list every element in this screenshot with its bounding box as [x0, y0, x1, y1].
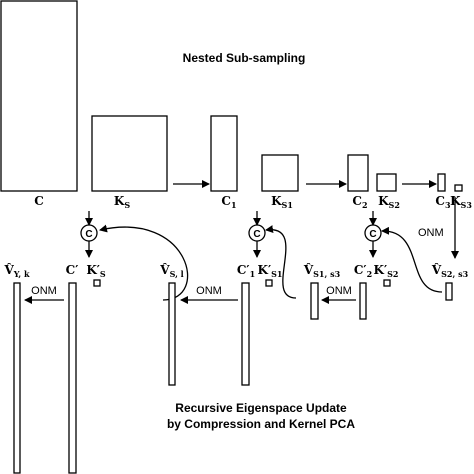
curve-VS2s3-to-compress-3 — [381, 226, 443, 293]
compress-icon: C — [248, 224, 266, 242]
label-C1-prime: C′1 — [237, 263, 255, 279]
matrix-C2 — [347, 154, 369, 192]
label-V-Yk: V̂Y, k — [3, 262, 30, 279]
label-C1: C1 — [221, 194, 236, 210]
matrix-V-S2s3 — [445, 282, 453, 301]
matrix-C2-prime — [359, 282, 367, 320]
kernel-K-S-prime — [93, 279, 101, 287]
onm-label-1: ONM — [31, 285, 57, 297]
svg-text:C: C — [369, 229, 376, 240]
label-C: C — [34, 194, 44, 208]
label-V-S1s3: V̂S1, s3 — [303, 262, 341, 279]
label-V-Sl: V̂S, l — [159, 262, 183, 279]
svg-text:C: C — [253, 229, 260, 240]
label-K-S2-prime: K′S2 — [374, 263, 399, 279]
onm-label-3: ONM — [326, 285, 352, 297]
svg-text:C: C — [85, 229, 92, 240]
matrix-C3 — [437, 173, 446, 192]
matrix-C-prime — [68, 282, 77, 474]
kernel-K-S1-prime — [265, 279, 273, 287]
matrix-C — [0, 0, 78, 192]
onm-label-2: ONM — [196, 285, 222, 297]
curve-VS1s3-to-compress-2 — [265, 225, 297, 299]
matrix-C1-prime — [241, 282, 250, 386]
label-V-S2s3: V̂S2, s3 — [431, 262, 469, 279]
matrix-V-S1s3 — [310, 282, 319, 320]
label-K-S: KS — [114, 194, 130, 210]
title-nested-subsampling: Nested Sub-sampling — [183, 51, 306, 65]
label-K-S1: KS1 — [271, 194, 293, 210]
label-K-S-prime: K′S — [86, 263, 106, 279]
label-C-prime: C′ — [66, 263, 79, 277]
kernel-K-S1 — [261, 154, 299, 192]
kernel-K-S — [91, 115, 168, 192]
label-K-S2: KS2 — [378, 194, 400, 210]
title-recursive-update-line1: Recursive Eigenspace Update — [175, 401, 347, 415]
label-C2-prime: C′2 — [354, 263, 372, 279]
label-C2: C2 — [352, 194, 367, 210]
title-recursive-update-line2: by Compression and Kernel PCA — [167, 417, 355, 431]
matrix-V-Sl — [168, 282, 176, 386]
matrix-V-Yk — [13, 282, 21, 474]
label-K-S1-prime: K′S1 — [258, 263, 283, 279]
onm-label-vertical: ONM — [418, 227, 444, 239]
curve-VSl-to-compress-1 — [99, 224, 189, 301]
matrix-C1 — [210, 115, 238, 192]
label-K-S3: KS3 — [450, 194, 472, 210]
kernel-K-S3 — [454, 184, 463, 192]
kernel-K-S2-prime — [383, 279, 391, 287]
label-C3: C3 — [435, 194, 451, 210]
compress-icon: C — [364, 224, 382, 242]
compress-icon: C — [80, 224, 98, 242]
kernel-K-S2 — [376, 173, 397, 192]
